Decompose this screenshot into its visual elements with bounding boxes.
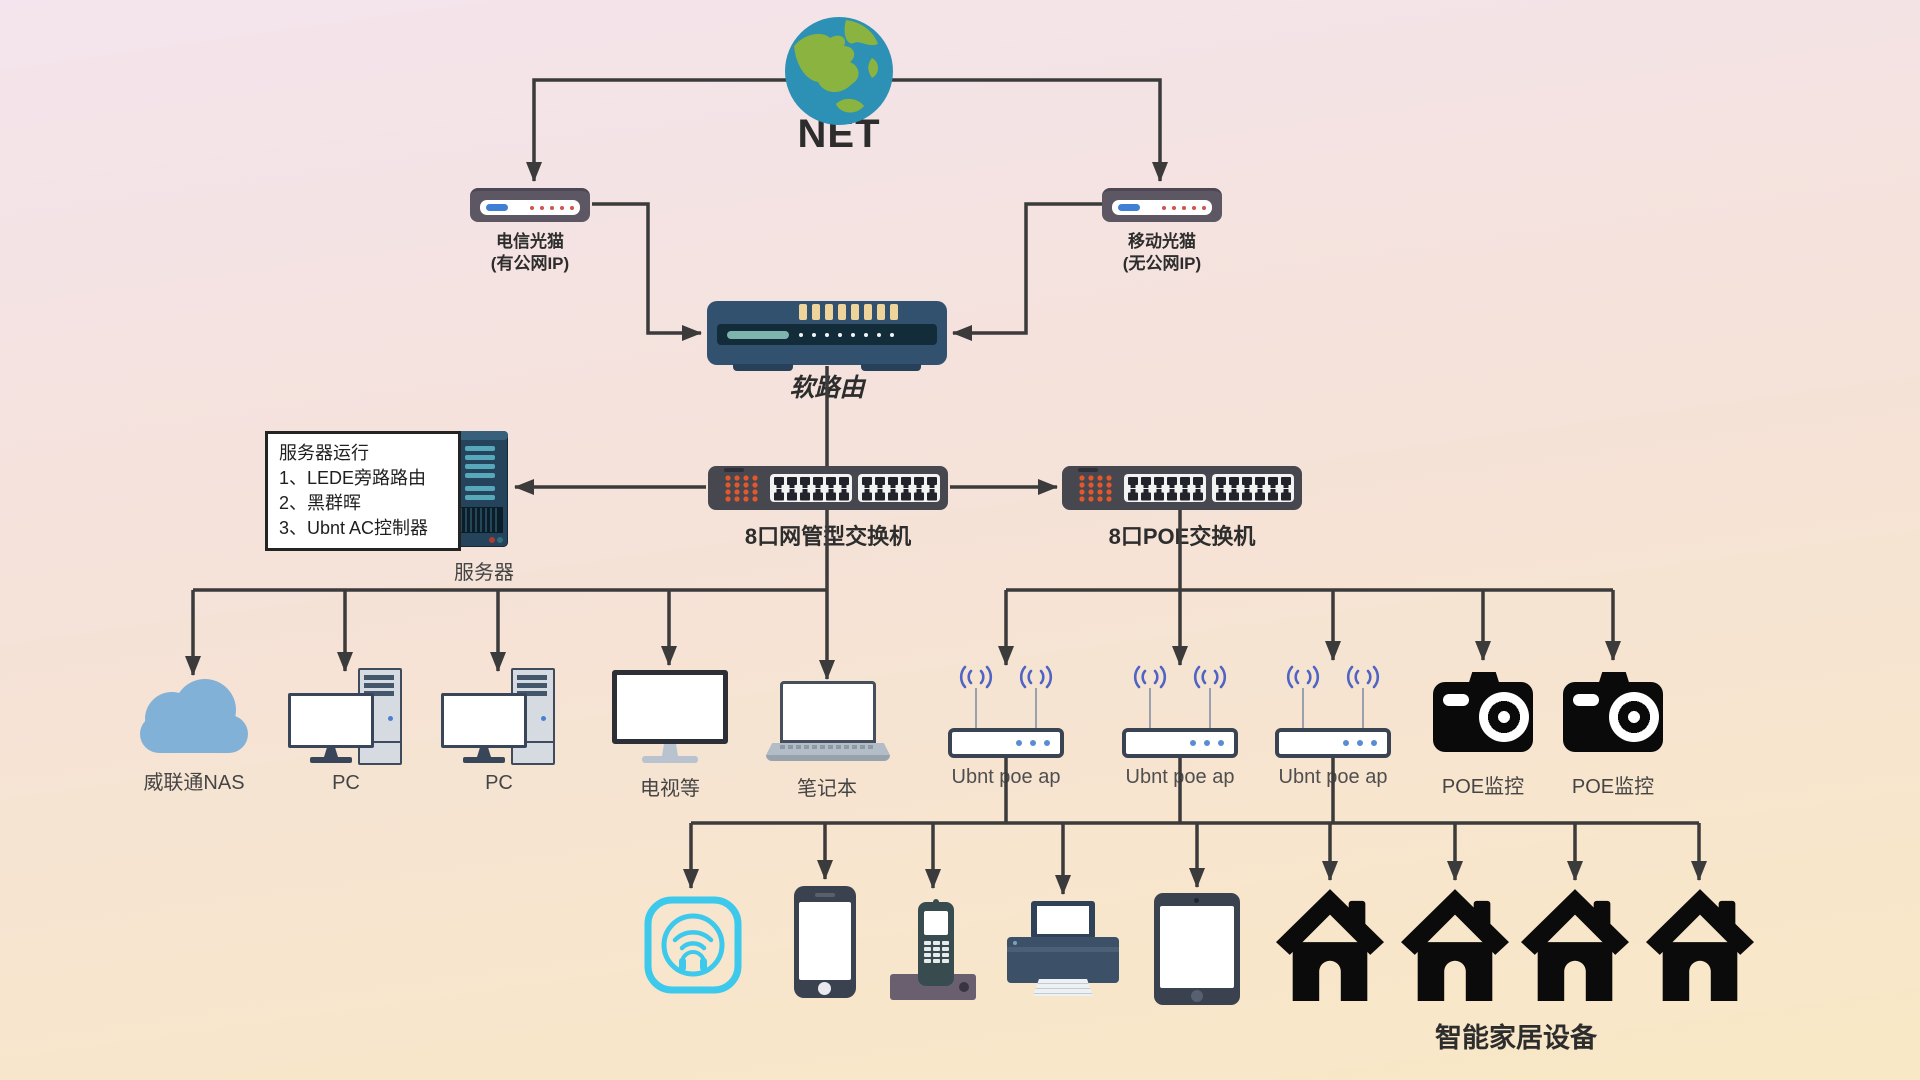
poe-camera-icon xyxy=(1433,672,1533,758)
ap-body xyxy=(948,728,1064,758)
modem-led-dots xyxy=(530,205,574,210)
desktop-pc-icon xyxy=(288,668,404,766)
pc-monitor xyxy=(441,693,527,748)
mobile-modem-sublabel: (无公网IP) xyxy=(1122,254,1202,273)
modem-led-bar xyxy=(1118,204,1140,211)
pc-label: PC xyxy=(332,772,360,794)
pc-label: PC xyxy=(485,772,513,794)
router-front-panel xyxy=(717,324,937,345)
wifi-ap-icon xyxy=(1275,662,1391,758)
modem-led-dots xyxy=(1162,205,1206,210)
wifi-signal-icon xyxy=(1193,665,1227,689)
printer-icon xyxy=(1007,901,1119,1001)
wifi-speaker-icon xyxy=(644,896,742,994)
smart-home-label: 智能家居设备 xyxy=(1435,1023,1597,1053)
smart-home-house-icon xyxy=(1276,889,1384,1001)
smart-home-house-icon xyxy=(1646,889,1754,1001)
cloud-nas-icon xyxy=(140,679,248,753)
router-uplink-ports xyxy=(799,304,898,320)
tv-label: 电视等 xyxy=(640,778,700,800)
soft-router-icon xyxy=(707,301,947,371)
telecom-modem-icon xyxy=(470,188,590,222)
laptop-icon xyxy=(766,681,890,761)
modem-front-panel xyxy=(480,200,580,215)
wifi-signal-icon xyxy=(1133,665,1167,689)
smart-home-house-icon xyxy=(1521,889,1629,1001)
router-led-dots xyxy=(799,333,894,337)
cordless-phone-icon xyxy=(890,899,976,1000)
phone-handset xyxy=(918,899,954,986)
modem-front-panel xyxy=(1112,200,1212,215)
poe-camera-icon xyxy=(1563,672,1663,758)
poe-switch-icon xyxy=(1062,466,1302,510)
tv-icon xyxy=(612,670,728,764)
laptop-label: 笔记本 xyxy=(797,778,857,800)
note-line: 3、Ubnt AC控制器 xyxy=(279,518,429,538)
telecom-modem-label: 电信光猫 xyxy=(496,232,564,251)
camera-label: POE监控 xyxy=(1441,776,1525,798)
server-note-box: 服务器运行 1、LEDE旁路路由 2、黑群晖 3、Ubnt AC控制器 xyxy=(265,431,461,551)
wifi-ap-icon xyxy=(1122,662,1238,758)
tablet-icon xyxy=(1154,893,1240,1005)
smart-home-house-icon xyxy=(1401,889,1509,1001)
note-line: 服务器运行 xyxy=(279,443,369,463)
ap-body xyxy=(1122,728,1238,758)
mobile-modem-icon xyxy=(1102,188,1222,222)
mobile-modem-label: 移动光猫 xyxy=(1128,232,1196,251)
nas-label: 威联通NAS xyxy=(143,772,245,794)
telecom-modem-sublabel: (有公网IP) xyxy=(490,254,570,273)
server-label: 服务器 xyxy=(454,562,514,584)
camera-label: POE监控 xyxy=(1571,776,1655,798)
wifi-signal-icon xyxy=(1286,665,1320,689)
router-vent-bar xyxy=(727,331,789,339)
pc-monitor xyxy=(288,693,374,748)
managed-switch-icon xyxy=(708,466,948,510)
wifi-signal-icon xyxy=(1019,665,1053,689)
keypad xyxy=(924,941,949,963)
note-line: 2、黑群晖 xyxy=(279,493,362,513)
internet-globe-icon xyxy=(785,17,893,125)
wifi-signal-icon xyxy=(959,665,993,689)
wifi-ap-icon xyxy=(948,662,1064,758)
note-line: 1、LEDE旁路路由 xyxy=(279,468,427,488)
poe-switch-label: 8口POE交换机 xyxy=(1108,524,1256,549)
ap-body xyxy=(1275,728,1391,758)
wifi-signal-icon xyxy=(1346,665,1380,689)
server-tower-icon xyxy=(452,431,508,547)
modem-led-bar xyxy=(486,204,508,211)
desktop-pc-icon xyxy=(441,668,557,766)
smartphone-icon xyxy=(794,886,856,998)
